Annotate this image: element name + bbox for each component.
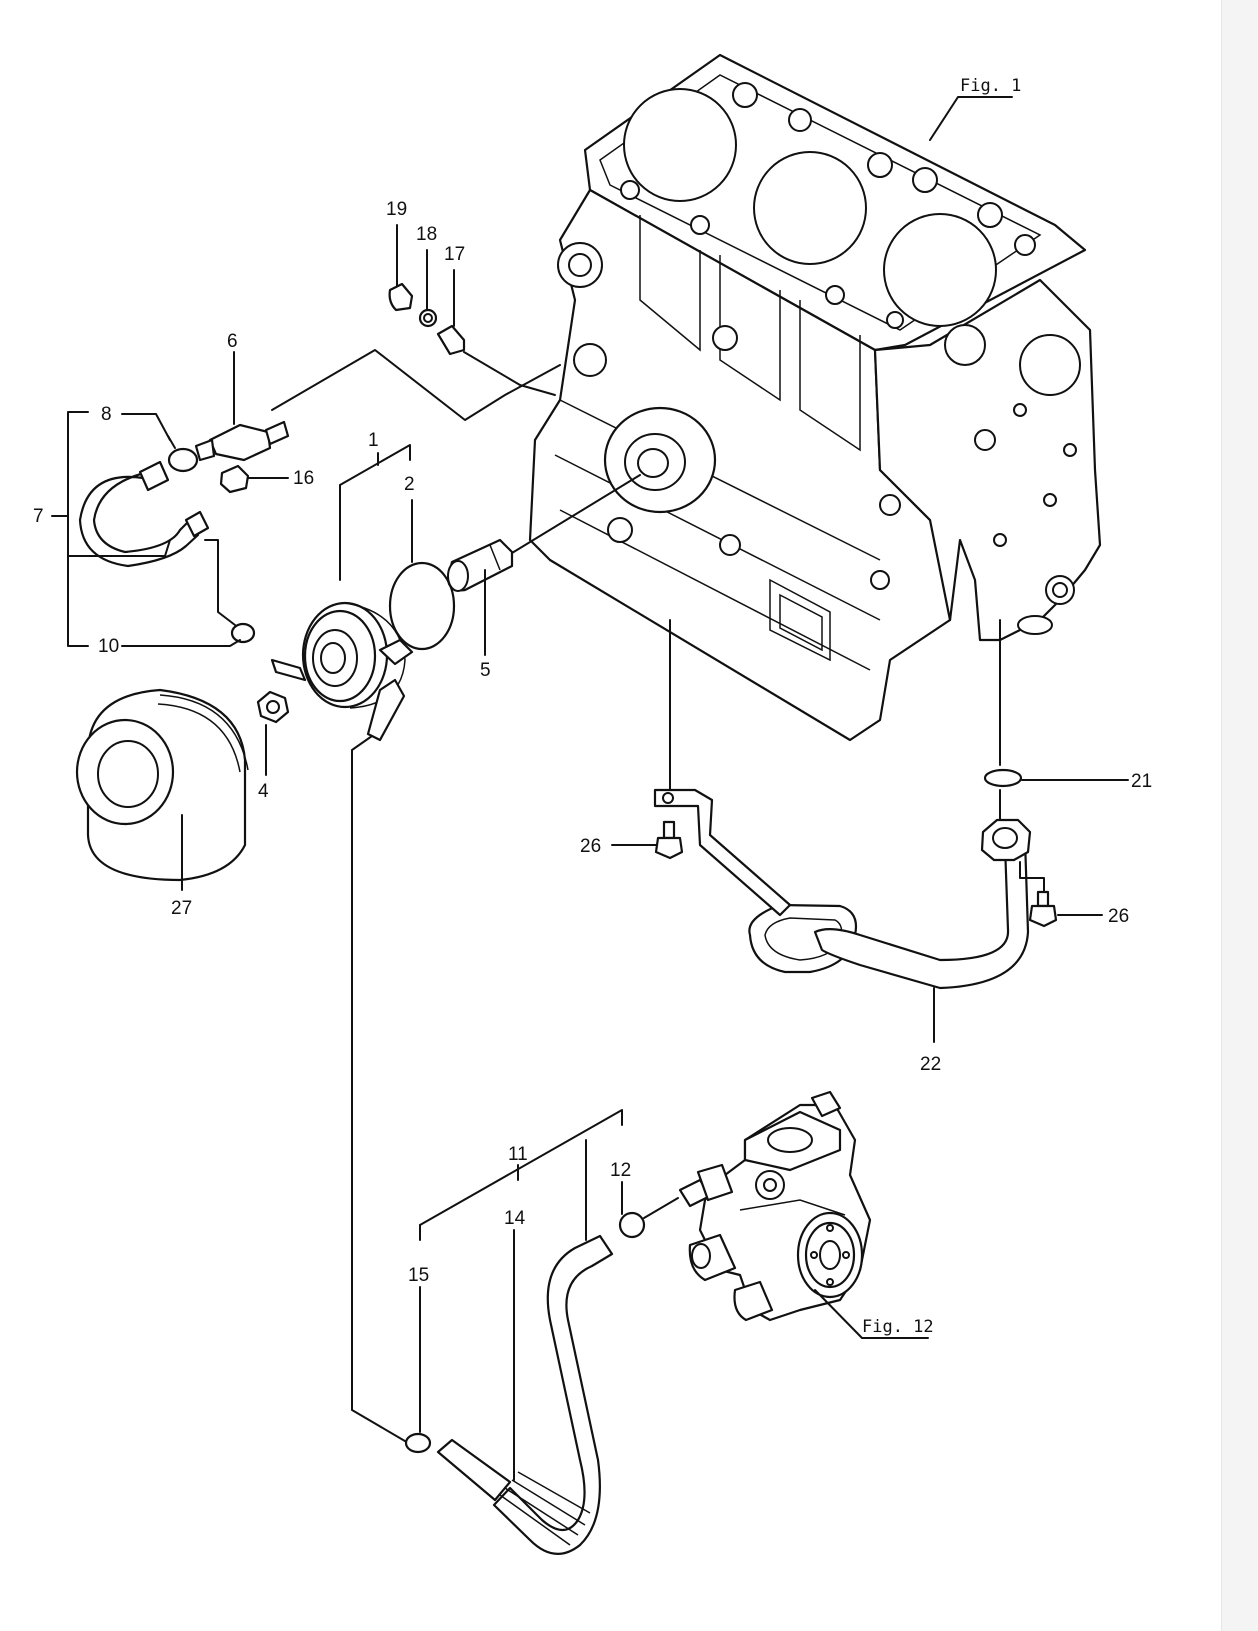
oil-filter (75, 688, 249, 882)
callout-26-left: 26 (580, 836, 601, 857)
callout-6: 6 (227, 331, 238, 352)
callout-8: 8 (101, 404, 112, 425)
callout-4: 4 (258, 781, 269, 802)
fig1-label: Fig. 1 (960, 76, 1021, 96)
clamp-part-8 (167, 435, 199, 473)
leader-lines-left (51, 224, 641, 1445)
callout-labels: 1 2 4 5 6 7 8 10 11 12 14 15 16 17 18 19… (33, 199, 1152, 1286)
gasket-part-21 (983, 768, 1023, 788)
callout-16: 16 (293, 468, 314, 489)
fig1-reference: Fig. 1 (929, 76, 1021, 141)
bolt-part-26-left (654, 820, 684, 860)
callout-12: 12 (610, 1160, 631, 1181)
plug-part-16 (219, 464, 250, 494)
callout-22: 22 (920, 1054, 941, 1075)
oil-pickup-part-22 (653, 788, 1032, 990)
leader-lines-lower (419, 1109, 623, 1481)
clamp-part-12 (618, 1181, 679, 1239)
fig12-label: Fig. 12 (862, 1317, 934, 1337)
callout-14: 14 (504, 1208, 526, 1229)
callout-17: 17 (444, 244, 465, 265)
callout-26-right: 26 (1108, 906, 1129, 927)
leader-lines-right (611, 619, 1129, 1043)
callout-2: 2 (404, 474, 415, 495)
water-pump-assembly (678, 1090, 872, 1322)
clamp-part-10 (230, 622, 256, 644)
callout-19: 19 (386, 199, 407, 220)
scrollbar-track[interactable] (1221, 0, 1258, 1631)
callout-11: 11 (508, 1144, 528, 1165)
fig12-reference: Fig. 12 (814, 1289, 934, 1339)
callout-10: 10 (98, 636, 119, 657)
callout-15: 15 (408, 1265, 429, 1286)
clamp-part-15 (404, 1432, 432, 1454)
sensor-parts-17-18-19 (388, 282, 466, 356)
pipe-part-5 (446, 538, 514, 592)
oring-part-2 (388, 561, 456, 651)
callout-21: 21 (1131, 771, 1152, 792)
hose-part-7 (78, 460, 210, 568)
callout-7: 7 (33, 506, 44, 527)
nut-part-4 (256, 690, 290, 724)
bolt-part-26-right (1028, 890, 1058, 928)
callout-27: 27 (171, 898, 192, 919)
hose-part-14 (436, 1234, 614, 1555)
oil-cooler-part-1 (270, 601, 414, 742)
callout-5: 5 (480, 660, 491, 681)
callout-18: 18 (416, 224, 437, 245)
callout-1: 1 (368, 430, 379, 451)
engine-block (528, 53, 1102, 742)
elbow-part-6 (194, 420, 290, 462)
